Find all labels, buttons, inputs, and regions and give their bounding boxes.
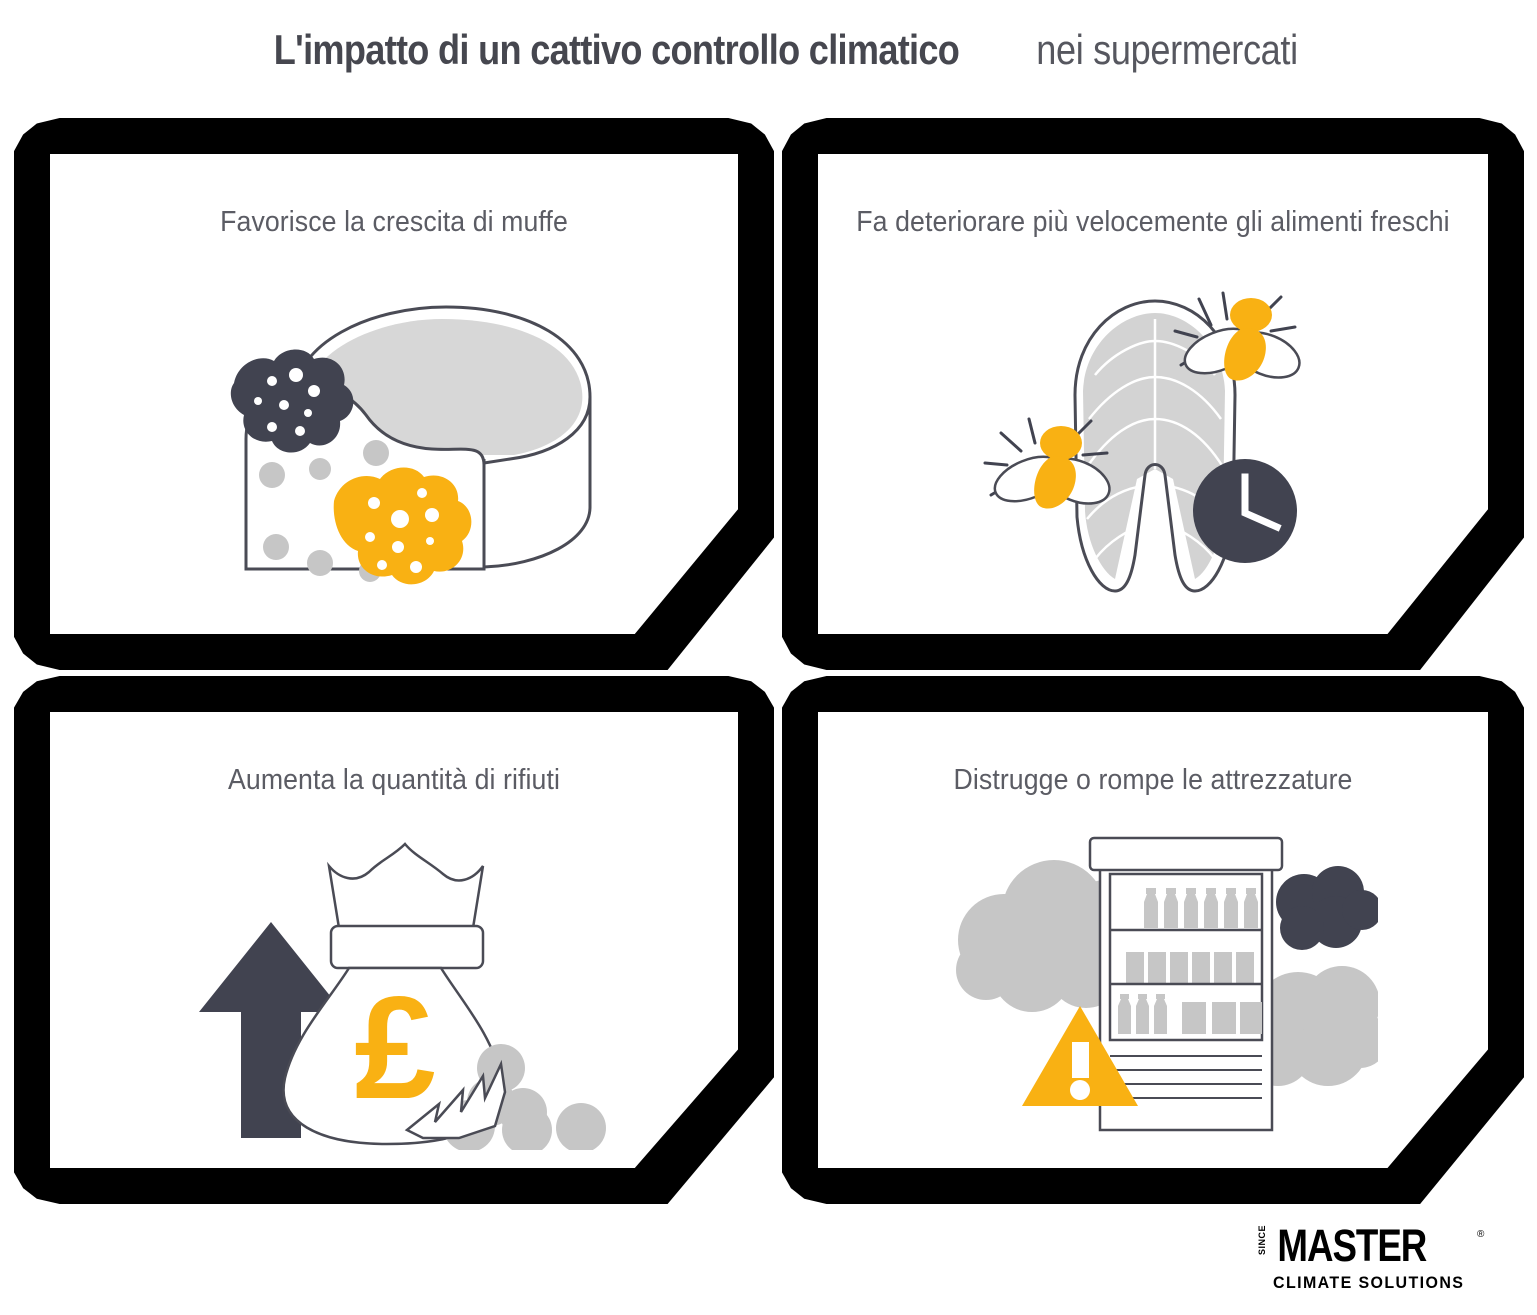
master-logo-svg: MASTER ® SINCE CLIMATE SOLUTIONS — [1257, 1220, 1485, 1292]
logo-wordmark: MASTER — [1277, 1221, 1426, 1271]
page-title-light: nei supermercati — [1036, 26, 1298, 73]
logo-vertical-mark: SINCE — [1257, 1225, 1267, 1255]
card-caption-more-waste: Aumenta la quantità di rifiuti — [227, 764, 561, 796]
card-inner-more-waste: Aumenta la quantità di rifiuti — [50, 712, 738, 1168]
card-inner-faster-spoilage: Fa deteriorare più velocemente gli alime… — [818, 154, 1488, 634]
smoke-clouds-right — [1244, 966, 1378, 1086]
card-more-waste: Aumenta la quantità di rifiuti — [14, 676, 774, 1204]
logo-registered-mark: ® — [1477, 1229, 1485, 1240]
clock-icon — [1193, 459, 1297, 563]
fridge-smoke-svg — [956, 836, 1378, 1132]
spilling-coins — [443, 1044, 606, 1150]
dark-mold-blob — [230, 349, 354, 453]
fly-body — [1224, 328, 1266, 381]
shelf-items-bottom — [1118, 994, 1262, 1034]
page-title-strong: L'impatto di un cattivo controllo climat… — [273, 26, 960, 73]
card-equipment-damage: Distrugge o rompe le attrezzature — [782, 676, 1524, 1204]
card-faster-spoilage: Fa deteriorare più velocemente gli alime… — [782, 118, 1524, 670]
bread-mold-svg — [230, 305, 592, 585]
card-caption-equipment-damage: Distrugge o rompe le attrezzature — [953, 764, 1353, 796]
card-caption-faster-spoilage: Fa deteriorare più velocemente gli alime… — [856, 206, 1450, 238]
fly-body — [1034, 456, 1076, 509]
brand-logo: MASTER ® SINCE CLIMATE SOLUTIONS — [1255, 1220, 1495, 1301]
shelf-cartons-middle — [1126, 952, 1254, 984]
dark-smoke-cloud — [1276, 866, 1378, 950]
illustration-fish-steak-with-flies-and-clock — [818, 264, 1488, 624]
bag-collar — [329, 924, 485, 970]
warning-triangle-icon — [1022, 1006, 1138, 1106]
card-inner-mold-growth: Favorisce la crescita di muffe — [50, 154, 738, 634]
card-caption-mold-growth: Favorisce la crescita di muffe — [220, 206, 568, 238]
illustration-refrigerated-display-case-with-smoke — [818, 822, 1488, 1158]
card-mold-growth: Favorisce la crescita di muffe — [14, 118, 774, 670]
fridge-canopy — [1088, 836, 1284, 872]
pound-symbol: £ — [354, 966, 435, 1129]
torn-hole — [404, 1059, 507, 1140]
money-bag-svg: £ — [199, 842, 606, 1150]
bag-body — [282, 966, 504, 1146]
fly-head — [1230, 298, 1272, 332]
shelf-bottles-top — [1144, 888, 1258, 928]
up-arrow-icon — [199, 922, 343, 1138]
orange-mold-blob — [333, 467, 472, 585]
illustration-money-bag-with-spilling-coins: £ — [50, 822, 738, 1158]
fly-upper-right — [1173, 291, 1301, 381]
fridge-lower-panel-lines — [1110, 1055, 1262, 1099]
illustration-bread-loaf-with-mold — [50, 264, 738, 624]
bread-body-outline — [292, 305, 592, 569]
fish-outline — [1073, 299, 1237, 593]
card-inner-equipment-damage: Distrugge o rompe le attrezzature — [818, 712, 1488, 1168]
logo-tagline: CLIMATE SOLUTIONS — [1273, 1274, 1464, 1292]
page-title: L'impatto di un cattivo controllo climat… — [0, 26, 1537, 74]
fish-flies-clock-svg — [983, 291, 1301, 593]
bag-ruffle — [327, 842, 485, 930]
fly-lower-left — [983, 417, 1111, 509]
fly-head — [1040, 426, 1082, 460]
